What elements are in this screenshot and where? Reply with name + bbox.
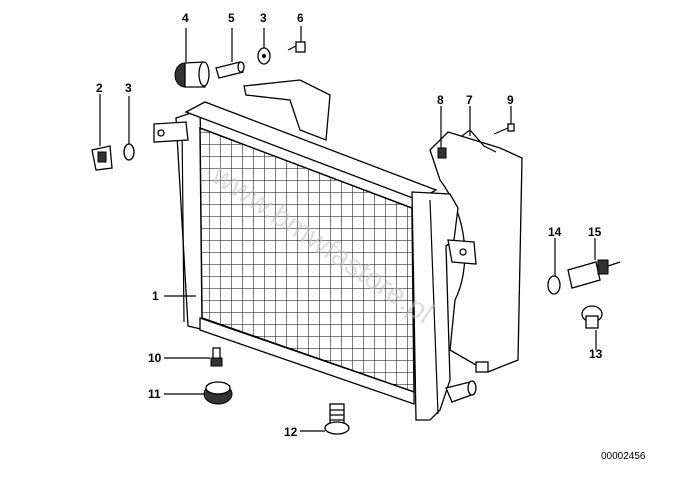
callout-3: 3 bbox=[125, 81, 132, 95]
callout-13: 13 bbox=[589, 347, 603, 361]
seal-ring-part-14 bbox=[547, 275, 561, 295]
stud-part-10 bbox=[210, 347, 223, 367]
callout-6: 6 bbox=[297, 11, 304, 25]
reference-number: 00002456 bbox=[601, 451, 646, 462]
plug-part-13 bbox=[581, 305, 603, 329]
callout-12: 12 bbox=[284, 425, 298, 439]
callout-15: 15 bbox=[588, 225, 602, 239]
washer-part-3-left bbox=[123, 143, 135, 161]
screw-part-9 bbox=[493, 123, 515, 135]
callout-9: 9 bbox=[507, 93, 514, 107]
drain-plug-part-12 bbox=[324, 403, 350, 435]
callout-3b: 3 bbox=[260, 11, 267, 25]
radiator bbox=[153, 101, 477, 421]
callout-14: 14 bbox=[548, 225, 562, 239]
callout-labels: 1 2 3 4 5 3 6 7 8 9 10 11 12 13 14 15 bbox=[96, 11, 603, 439]
rubber-mount-part-4 bbox=[174, 61, 210, 88]
callout-2: 2 bbox=[96, 81, 103, 95]
clip-part-2 bbox=[91, 145, 113, 171]
bolt-part-6 bbox=[287, 41, 306, 53]
grommet-part-11 bbox=[203, 381, 233, 405]
callout-10: 10 bbox=[148, 351, 162, 365]
leader-lines bbox=[99, 26, 597, 432]
temperature-switch-part-15 bbox=[567, 259, 621, 289]
fan-shroud bbox=[243, 79, 523, 373]
callout-11: 11 bbox=[148, 387, 161, 401]
callout-8: 8 bbox=[437, 93, 444, 107]
nut-part-8 bbox=[437, 147, 447, 159]
washer-hole bbox=[262, 54, 266, 58]
sleeve-part-5 bbox=[215, 61, 245, 79]
callout-1: 1 bbox=[152, 289, 159, 303]
callout-4: 4 bbox=[182, 11, 189, 25]
callout-7: 7 bbox=[466, 93, 473, 107]
callout-5: 5 bbox=[228, 11, 235, 25]
